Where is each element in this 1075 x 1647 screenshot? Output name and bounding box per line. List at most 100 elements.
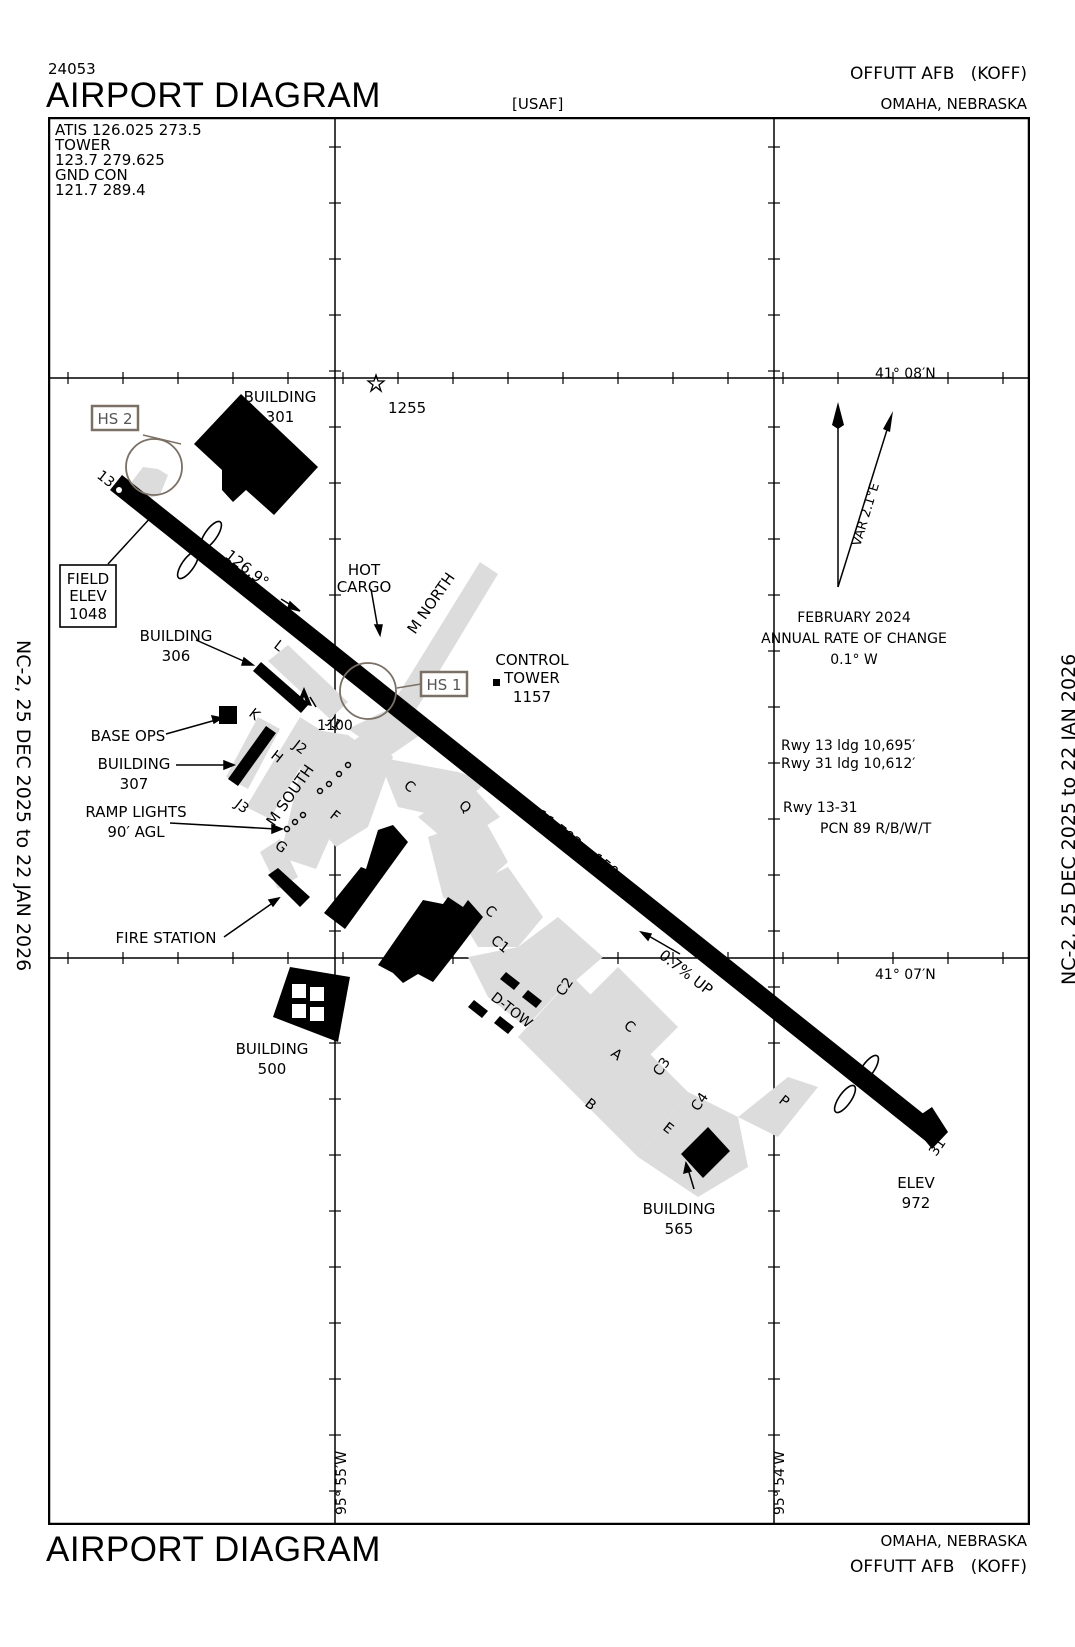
- runway-hold-marker: [296, 687, 312, 706]
- fire-station-shape: [268, 868, 310, 907]
- footer-airport: OFFUTT AFB (KOFF): [850, 1557, 1027, 1577]
- ramp-lights-label-1: RAMP LIGHTS: [85, 803, 186, 821]
- twy-c-upper: [428, 817, 508, 907]
- base-ops-label: BASE OPS: [91, 727, 166, 745]
- chart-title: AIRPORT DIAGRAM: [46, 76, 381, 115]
- d-tow-buildings: [468, 972, 542, 1034]
- building-307-shape: [228, 726, 276, 786]
- heading-306-label: 306.9°: [806, 1031, 857, 1076]
- building-306-shape: [253, 662, 309, 713]
- building-306-label-2: 306: [162, 647, 191, 665]
- freq-line-3: 123.7 279.625: [55, 151, 165, 169]
- agency-label: [USAF]: [512, 95, 564, 113]
- twy-c3: [588, 967, 678, 1057]
- north-arrow: [832, 402, 893, 588]
- footer-city: OMAHA, NEBRASKA: [880, 1532, 1027, 1550]
- hs2-label: HS 2: [97, 410, 132, 428]
- twy-c2: [518, 917, 603, 987]
- fire-station-label: FIRE STATION: [116, 929, 217, 947]
- hotspot-hs2-circle: [125, 438, 183, 496]
- field-elev-label-2: ELEV: [69, 587, 107, 605]
- elev-31-label-2: 972: [902, 1194, 931, 1212]
- mag-var-date: FEBRUARY 2024: [797, 610, 911, 626]
- hs2-box: [90, 404, 140, 432]
- mag-var-rate-value: 0.1° W: [830, 652, 878, 668]
- freq-line-2: TOWER: [54, 136, 111, 154]
- building-500-shape: [273, 967, 350, 1042]
- lat-south-label: 41° 07′N: [875, 967, 936, 983]
- obstacle-label: 1255: [388, 399, 426, 417]
- freq-line-5: 121.7 289.4: [55, 181, 146, 199]
- base-ops-shape: [219, 706, 237, 724]
- lat-north-label: 41° 08′N: [875, 366, 936, 382]
- building-500-label-2: 500: [258, 1060, 287, 1078]
- footer-title: AIRPORT DIAGRAM: [46, 1530, 381, 1569]
- rwy13-ldg-label: Rwy 13 ldg 10,695′: [781, 738, 915, 754]
- building-307-label-1: BUILDING: [98, 755, 171, 773]
- pcn-runway-label: Rwy 13-31: [783, 800, 858, 816]
- building-500-court-2: [310, 987, 324, 1001]
- control-tower-label-2: TOWER: [503, 669, 560, 687]
- hs1-leader: [396, 683, 422, 689]
- runway-13-31: [110, 475, 945, 1147]
- variation-label: VAR 2.1°E: [849, 481, 882, 548]
- twy-m-north: [388, 562, 498, 723]
- runway-13-threshold-light: [116, 487, 122, 493]
- hot-cargo-label-2: CARGO: [337, 578, 392, 596]
- control-tower-label-3: 1157: [513, 688, 551, 706]
- hs2-leader: [142, 434, 182, 445]
- validity-right: NC-2, 25 DEC 2025 to 22 JAN 2026: [1058, 653, 1075, 985]
- field-elev-label-1: FIELD: [67, 570, 109, 588]
- rwy31-ldg-label: Rwy 31 ldg 10,612′: [781, 756, 915, 772]
- validity-left: NC-2, 25 DEC 2025 to 22 JAN 2026: [12, 640, 34, 972]
- building-301-label-2: 301: [266, 408, 295, 426]
- lon-east-label: 95° 54′W: [772, 1451, 788, 1515]
- pcn-value-label: PCN 89 R/B/W/T: [820, 821, 932, 837]
- twy-p: [738, 1077, 818, 1137]
- building-301-label-1: BUILDING: [244, 388, 317, 406]
- hangar-building: [324, 825, 408, 929]
- building-307-label-2: 307: [120, 775, 149, 793]
- building-306-label-1: BUILDING: [140, 627, 213, 645]
- hotspot-hs1-circle: [339, 662, 397, 720]
- diagram-border: [47, 116, 1031, 1526]
- building-565-shape: [681, 1127, 730, 1178]
- control-tower-marker: [493, 679, 500, 686]
- twy-h-ramp: [246, 717, 322, 819]
- lon-west-label: 95° 55′W: [334, 1451, 350, 1515]
- building-500-court-3: [292, 1004, 306, 1018]
- hot-cargo-label-1: HOT: [348, 561, 381, 579]
- field-elev-box: [59, 564, 117, 628]
- ramp-lights-label-2: 90′ AGL: [107, 823, 165, 841]
- hold-1100-label: 1100: [317, 718, 353, 734]
- ramp-lights-dots: [283, 761, 352, 833]
- hs1-label: HS 1: [426, 676, 461, 694]
- obstacle-star-icon: [366, 372, 386, 393]
- city-name: OMAHA, NEBRASKA: [880, 95, 1027, 113]
- hs1-box: [419, 670, 469, 698]
- building-500-court-4: [310, 1007, 324, 1021]
- freq-line-4: GND CON: [55, 166, 128, 184]
- control-tower-label-1: CONTROL: [495, 651, 569, 669]
- airport-name: OFFUTT AFB (KOFF): [850, 64, 1027, 84]
- wind-indicator-31: [833, 1054, 880, 1114]
- hangar-building-c1: [378, 897, 483, 983]
- apron-main: [518, 977, 688, 1157]
- runway-dims-label: 11,703 x 150: [533, 806, 623, 881]
- twy-q: [418, 782, 500, 847]
- building-500-court-1: [292, 984, 306, 998]
- elev-31-label-1: ELEV: [897, 1174, 935, 1192]
- twy-j3-label: J3: [231, 796, 252, 817]
- twy-l: [268, 645, 348, 719]
- leader-arrows: [107, 509, 805, 1190]
- mag-var-rate-label: ANNUAL RATE OF CHANGE: [761, 631, 947, 647]
- field-elev-label-3: 1048: [69, 605, 107, 623]
- twy-f: [310, 729, 393, 847]
- chart-number: 24053: [48, 60, 96, 78]
- building-301-shape: [194, 394, 318, 515]
- diagram-svg: ATIS 126.025 273.5 TOWER 123.7 279.625 G…: [47, 116, 1031, 1526]
- airport-diagram: ATIS 126.025 273.5 TOWER 123.7 279.625 G…: [47, 116, 1031, 1526]
- wind-indicator-13: [176, 520, 223, 580]
- building-565-label-2: 565: [665, 1220, 694, 1238]
- building-500-label-1: BUILDING: [236, 1040, 309, 1058]
